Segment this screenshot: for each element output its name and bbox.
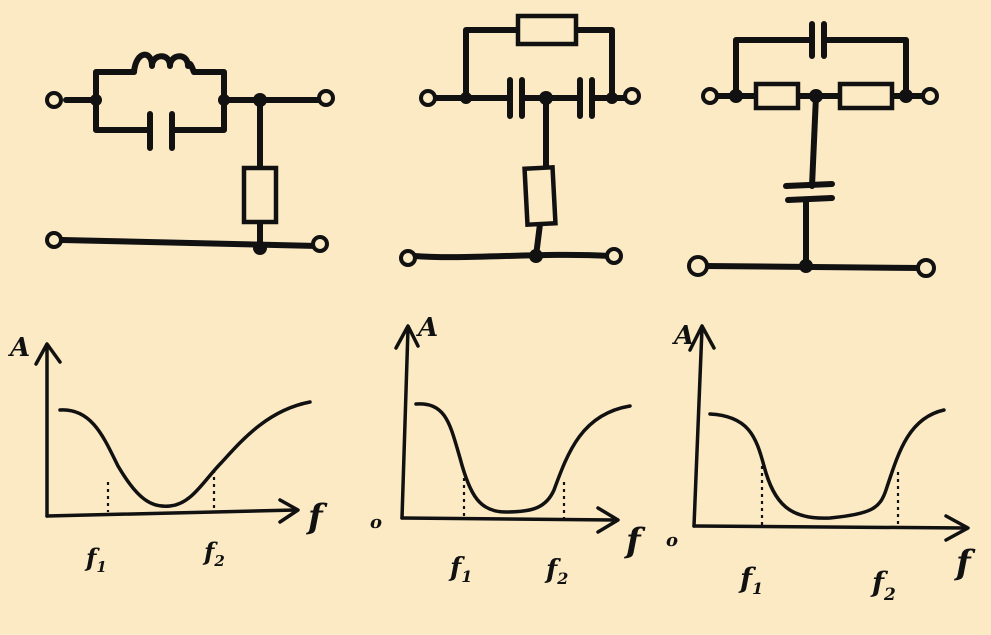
c1-node-dot xyxy=(90,94,102,106)
circuit-2-bridged-t xyxy=(399,13,641,267)
g2-y-arrow-icon xyxy=(394,324,420,350)
g1-x-arrow-icon xyxy=(278,498,300,524)
c3-terminal-icon xyxy=(701,87,719,105)
c3-bridge-wire xyxy=(733,37,909,99)
c1-node-dot xyxy=(218,94,230,106)
c2-node-dot xyxy=(529,249,543,263)
c1-terminal-icon xyxy=(45,231,63,249)
g3-f2-label: f2 xyxy=(870,566,896,605)
c1-node-dot xyxy=(253,241,267,255)
c1-resistor-icon xyxy=(241,165,279,225)
g2-x-arrow-icon xyxy=(596,506,620,534)
g3-f1-label: f1 xyxy=(738,562,763,598)
c3-shunt-wire xyxy=(803,93,819,269)
g1-x-axis-label: f xyxy=(306,497,328,537)
g2-response-curve xyxy=(414,402,632,514)
g3-y-arrow-icon xyxy=(688,324,716,352)
c1-tank-left xyxy=(93,69,153,133)
c3-shunt-capacitor-icon xyxy=(783,181,835,203)
c3-node-dot xyxy=(899,89,913,103)
c2-terminal-icon xyxy=(419,89,437,107)
c2-node-dot xyxy=(539,91,553,105)
g1-response-curve xyxy=(58,400,312,509)
g3-origin-label: o xyxy=(666,530,678,551)
g3-x-axis xyxy=(692,524,968,530)
g3-x-axis-label: f xyxy=(954,543,976,583)
g2-y-axis xyxy=(400,326,410,520)
c2-resistor-icon xyxy=(522,164,558,228)
c3-terminal-icon xyxy=(687,255,709,277)
graph-2-bandstop-response: o A f f1 f2 xyxy=(370,313,646,588)
g1-f1-label: f1 xyxy=(84,543,107,576)
c1-ground-wire xyxy=(59,237,321,249)
c3-ground-wire xyxy=(701,263,925,271)
c1-capacitor-icon xyxy=(147,111,175,151)
g2-f1-label: f1 xyxy=(448,553,472,586)
c2-terminal-icon xyxy=(399,249,417,267)
c1-terminal-icon xyxy=(45,91,63,109)
g3-response-curve xyxy=(708,408,946,520)
g1-y-arrow-icon xyxy=(34,342,62,366)
c2-ground-wire xyxy=(411,251,613,261)
g2-y-axis-label: A xyxy=(415,313,438,343)
c3-node-dot xyxy=(799,259,813,273)
g2-origin-label: o xyxy=(370,512,382,533)
c2-node-dot xyxy=(606,92,618,104)
g1-f2-label: f2 xyxy=(202,537,225,570)
g1-y-axis-label: A xyxy=(7,333,30,363)
g1-x-axis xyxy=(45,508,298,518)
circuit-1-lc-parallel-rlc xyxy=(45,51,335,255)
inductor-coil-icon xyxy=(131,51,197,75)
c2-node-dot xyxy=(460,92,472,104)
c2-capacitor-icon xyxy=(577,77,595,119)
c1-node-dot xyxy=(253,93,267,107)
g2-x-axis-label: f xyxy=(624,521,646,561)
g3-y-axis xyxy=(692,326,704,528)
c3-resistor-icon xyxy=(837,81,895,111)
c3-resistor-icon xyxy=(753,81,801,111)
c2-terminal-icon xyxy=(605,247,623,265)
c3-bridge-capacitor-icon xyxy=(809,21,827,59)
g2-f2-label: f2 xyxy=(544,555,568,588)
c3-node-dot xyxy=(809,89,823,103)
c2-bridge-resistor-icon xyxy=(515,13,579,47)
c3-terminal-icon xyxy=(921,87,939,105)
c2-terminal-icon xyxy=(623,87,641,105)
g3-x-arrow-icon xyxy=(944,514,970,542)
c2-capacitor-icon xyxy=(507,77,525,119)
graph-3-bandstop-response: o A f f1 f2 xyxy=(666,321,976,605)
circuit-3-bridged-t xyxy=(687,21,939,278)
c1-terminal-icon xyxy=(311,235,329,253)
g3-y-axis-label: A xyxy=(671,321,694,351)
c1-terminal-icon xyxy=(317,89,335,107)
c2-bridge-wire xyxy=(463,27,615,101)
g2-x-axis xyxy=(400,516,618,522)
c3-node-dot xyxy=(729,89,743,103)
c3-terminal-icon xyxy=(916,258,936,278)
c1-tank-right xyxy=(169,69,227,133)
graph-1-notch-response: A f f1 f2 xyxy=(7,333,328,576)
